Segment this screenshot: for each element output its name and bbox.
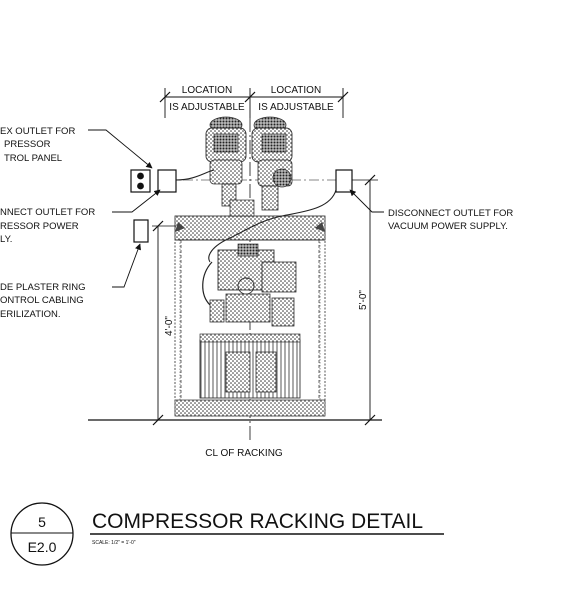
location-label-left: LOCATION: [182, 85, 232, 96]
svg-text:DE PLASTER RING: DE PLASTER RING: [0, 282, 86, 293]
note-duplex-outlet: EX OUTLET FOR PRESSOR TROL PANEL: [0, 126, 75, 164]
svg-text:TROL PANEL: TROL PANEL: [4, 153, 62, 164]
svg-text:DISCONNECT OUTLET FOR: DISCONNECT OUTLET FOR: [388, 208, 513, 219]
dimension-5ft-label: 5'-0": [358, 290, 369, 310]
centerline-label: CL OF RACKING: [205, 448, 283, 459]
plaster-ring: [133, 219, 149, 243]
dimension-4ft-label: 4'-0": [164, 316, 175, 336]
compressor-power-cable: [175, 169, 215, 181]
note-plaster-ring: DE PLASTER RING ONTROL CABLING ERILIZATI…: [0, 282, 86, 320]
compressor-rack-frame: [174, 215, 326, 417]
dimension-4ft: 4'-0": [152, 220, 176, 426]
svg-text:ONTROL CABLING: ONTROL CABLING: [0, 295, 84, 306]
disconnect-right-leader: [349, 189, 384, 213]
detail-scale: SCALE: 1/2" = 1'-0": [92, 540, 136, 546]
disconnect-outlet-vacuum: [335, 169, 353, 193]
disconnect-outlet-compressor: [157, 169, 177, 193]
note-disconnect-compressor: NNECT OUTLET FOR RESSOR POWER LY.: [0, 207, 95, 245]
detail-bubble: [10, 502, 74, 566]
duplex-outlet: [130, 169, 151, 193]
sheet-number: E2.0: [28, 539, 57, 555]
location-dimension: LOCATION LOCATION IS ADJUSTABLE IS ADJUS…: [159, 85, 349, 118]
svg-text:NNECT OUTLET FOR: NNECT OUTLET FOR: [0, 207, 95, 218]
dimension-5ft: 5'-0": [352, 174, 378, 426]
svg-text:VACUUM POWER SUPPLY.: VACUUM POWER SUPPLY.: [388, 221, 508, 232]
adjustable-label-right: IS ADJUSTABLE: [258, 102, 334, 113]
disconnect-left-leader: [112, 189, 161, 213]
upper-compressor-assembly: [205, 116, 293, 217]
svg-text:ERILIZATION.: ERILIZATION.: [0, 309, 61, 320]
duplex-outlet-leader: [88, 129, 153, 169]
plaster-ring-leader: [112, 243, 141, 288]
detail-title: COMPRESSOR RACKING DETAIL: [92, 510, 423, 533]
vacuum-power-cable: [208, 189, 337, 263]
lower-compressor-equipment: [199, 243, 301, 399]
svg-text:PRESSOR: PRESSOR: [4, 139, 51, 150]
note-disconnect-vacuum: DISCONNECT OUTLET FOR VACUUM POWER SUPPL…: [388, 208, 513, 232]
location-label-right: LOCATION: [271, 85, 321, 96]
svg-text:EX OUTLET FOR: EX OUTLET FOR: [0, 126, 75, 137]
detail-number: 5: [38, 514, 46, 530]
adjustable-label-left: IS ADJUSTABLE: [169, 102, 245, 113]
title-block: 5 E2.0 COMPRESSOR RACKING DETAIL SCALE: …: [10, 502, 444, 566]
svg-text:LY.: LY.: [0, 234, 12, 245]
svg-text:RESSOR POWER: RESSOR POWER: [0, 221, 79, 232]
